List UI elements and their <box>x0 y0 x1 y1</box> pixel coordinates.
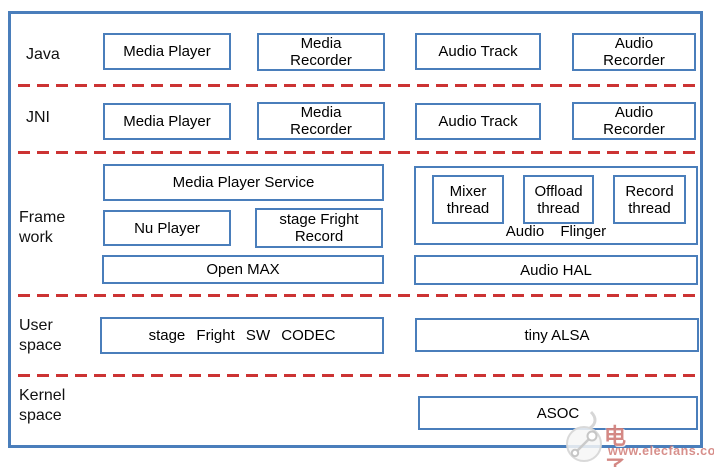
box-jni-media-recorder: Media Recorder <box>257 102 385 140</box>
layer-label-java: Java <box>26 46 60 63</box>
box-mixer-thread: Mixer thread <box>432 175 504 224</box>
box-java-media-recorder: Media Recorder <box>257 33 385 71</box>
layer-label-user-space: User space <box>19 317 62 354</box>
box-java-audio-recorder: Audio Recorder <box>572 33 696 71</box>
box-stage-fright-sw-codec: stage Fright SW CODEC <box>100 317 384 354</box>
divider-user-kernel <box>18 374 698 377</box>
box-jni-audio-recorder: Audio Recorder <box>572 102 696 140</box>
box-asoc: ASOC <box>418 396 698 430</box>
box-jni-media-player: Media Player <box>103 103 231 140</box>
layer-label-jni: JNI <box>26 109 50 126</box>
divider-framework-user <box>18 294 698 297</box>
box-media-player-service: Media Player Service <box>103 164 384 201</box>
box-record-thread: Record thread <box>613 175 686 224</box>
layer-label-kernel-space: Kernel space <box>19 387 66 424</box>
box-java-audio-track: Audio Track <box>415 33 541 70</box>
box-jni-audio-track: Audio Track <box>415 103 541 140</box>
box-java-media-player: Media Player <box>103 33 231 70</box>
audio-flinger-label: Audio Flinger <box>505 223 607 240</box>
box-offload-thread: Offload thread <box>523 175 594 224</box>
box-tiny-alsa: tiny ALSA <box>415 318 699 352</box>
divider-jni-framework <box>18 151 698 154</box>
box-nu-player: Nu Player <box>103 210 231 246</box>
box-open-max: Open MAX <box>102 255 384 284</box>
box-stage-fright-record: stage Fright Record <box>255 208 383 248</box>
layer-label-framework: Frame work <box>19 209 66 246</box>
divider-java-jni <box>18 84 698 87</box>
box-audio-hal: Audio HAL <box>414 255 698 285</box>
